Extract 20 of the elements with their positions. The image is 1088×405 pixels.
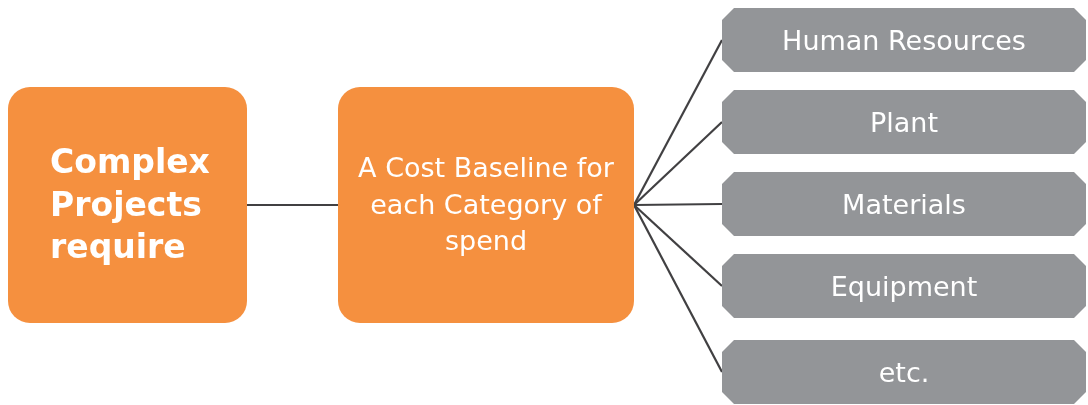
- connector-line: [633, 204, 723, 287]
- box-label: Complex Projects require: [49, 140, 211, 269]
- connector-line: [633, 39, 723, 206]
- connector-line: [633, 204, 723, 373]
- category-label: Human Resources: [782, 24, 1026, 56]
- category-label: Materials: [842, 188, 966, 220]
- box-label: A Cost Baseline for each Category of spend: [357, 151, 615, 259]
- connector-line: [247, 203, 338, 207]
- category-label: Equipment: [830, 270, 978, 302]
- connector-line: [634, 202, 722, 207]
- start-box: [8, 87, 247, 323]
- category-label: etc.: [878, 356, 930, 388]
- category-tag: [722, 254, 1086, 318]
- category-tag: [722, 340, 1086, 404]
- process-box: [338, 87, 634, 323]
- connector-line: [633, 121, 723, 206]
- category-tag: [722, 90, 1086, 154]
- category-tag: [722, 172, 1086, 236]
- category-tag: [722, 8, 1086, 72]
- category-label: Plant: [870, 106, 938, 138]
